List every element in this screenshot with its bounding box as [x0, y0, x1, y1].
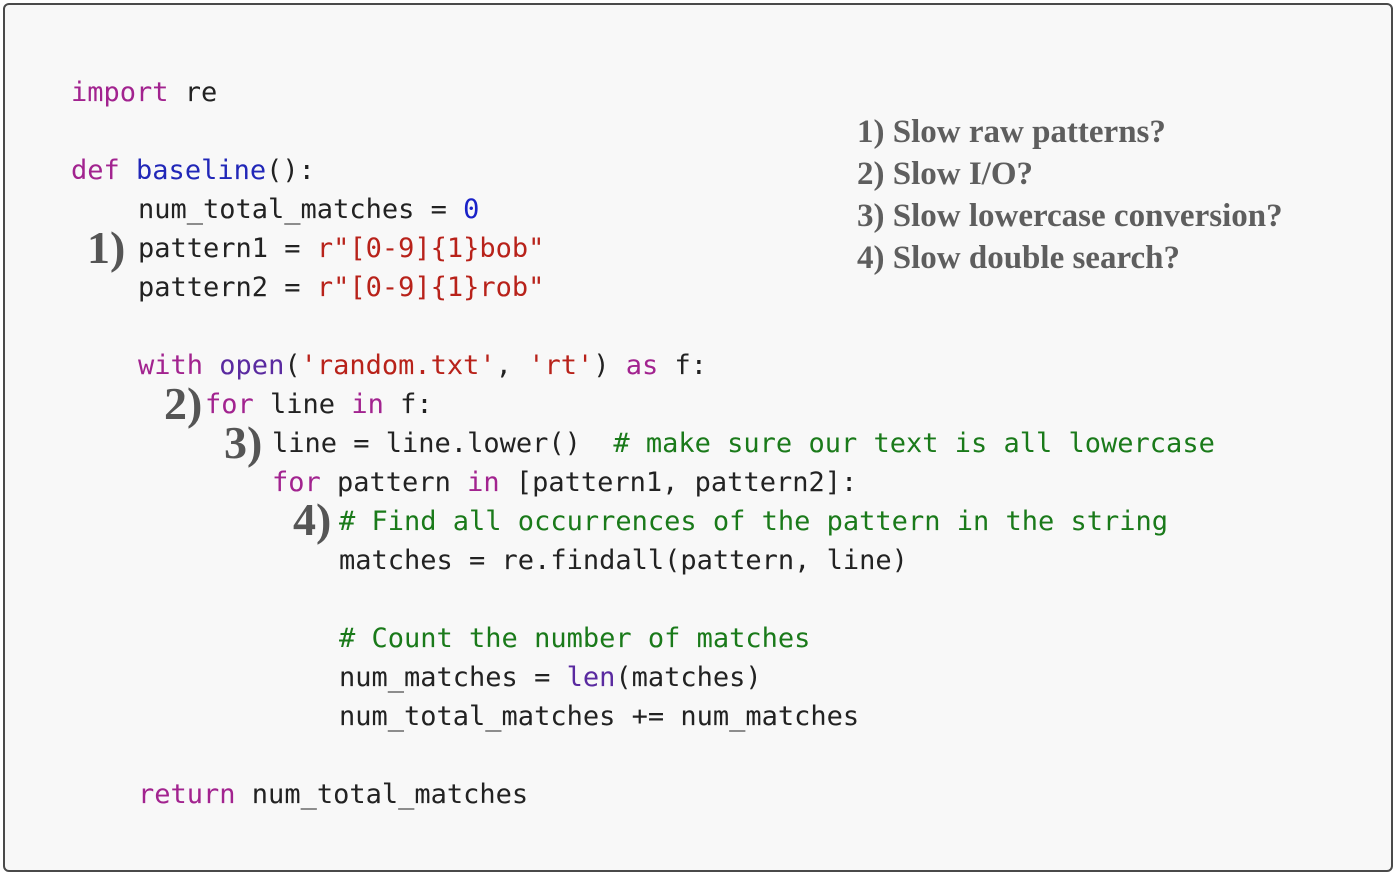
- code-line-return: return num_total_matches: [138, 777, 528, 813]
- code-line-with-open: with open('random.txt', 'rt') as f:: [138, 348, 707, 384]
- keyword: for: [272, 467, 321, 498]
- code-text: f:: [383, 389, 433, 420]
- marker-3: 3): [224, 417, 263, 468]
- keyword: import: [71, 77, 169, 108]
- hypotheses-list: 1) Slow raw patterns? 2) Slow I/O? 3) Sl…: [857, 111, 1283, 279]
- function-name: baseline: [136, 155, 267, 186]
- code-line-count-comment: # Count the number of matches: [339, 621, 810, 657]
- code-text: f:: [658, 350, 708, 381]
- code-line-def: def baseline():: [71, 153, 315, 189]
- code-text: num_matches =: [339, 662, 567, 693]
- string-literal: 'random.txt': [300, 350, 496, 381]
- code-text: ,: [495, 350, 529, 381]
- keyword: return: [138, 779, 236, 810]
- code-line-init-count: num_total_matches = 0: [138, 192, 479, 228]
- code-line-num-matches: num_matches = len(matches): [339, 660, 762, 696]
- code-comment: # make sure our text is all lowercase: [613, 428, 1215, 459]
- code-comment: # Find all occurrences of the pattern in…: [339, 506, 1169, 537]
- code-line-for-pattern: for pattern in [pattern1, pattern2]:: [272, 465, 857, 501]
- code-line-accumulate: num_total_matches += num_matches: [339, 699, 859, 735]
- builtin-name: open: [219, 350, 285, 381]
- string-literal: r"[0-9]{1}rob": [316, 272, 545, 303]
- code-text: matches = re.findall(pattern, line): [339, 545, 908, 576]
- keyword: as: [625, 350, 659, 381]
- code-line-pattern1: pattern1 = r"[0-9]{1}bob": [138, 231, 544, 267]
- code-text: num_total_matches =: [138, 194, 464, 225]
- code-line-findall: matches = re.findall(pattern, line): [339, 543, 908, 579]
- keyword: in: [467, 467, 500, 498]
- keyword: def: [71, 155, 120, 186]
- code-text: (: [284, 350, 301, 381]
- code-text: line: [253, 389, 352, 420]
- keyword: in: [351, 389, 384, 420]
- marker-4: 4): [293, 494, 332, 545]
- code-text: num_total_matches += num_matches: [339, 701, 860, 732]
- marker-2: 2): [164, 378, 203, 429]
- code-text: (matches): [615, 662, 762, 693]
- builtin-name: len: [566, 662, 616, 693]
- hypothesis-1: 1) Slow raw patterns?: [857, 114, 1166, 150]
- hypothesis-2: 2) Slow I/O?: [857, 156, 1034, 192]
- string-literal: r"[0-9]{1}bob": [316, 233, 545, 264]
- string-literal: 'rt': [528, 350, 594, 381]
- code-text: pattern2 =: [138, 272, 317, 303]
- number-literal: 0: [463, 194, 480, 225]
- code-line-for-line: for line in f:: [205, 387, 433, 423]
- code-line-find-comment: # Find all occurrences of the pattern in…: [339, 504, 1168, 540]
- code-text: ():: [266, 155, 315, 186]
- keyword: for: [205, 389, 254, 420]
- hypothesis-4: 4) Slow double search?: [857, 240, 1181, 276]
- keyword: with: [138, 350, 204, 381]
- code-text: [pattern1, pattern2]:: [499, 467, 858, 498]
- code-figure: import re def baseline(): num_total_matc…: [3, 3, 1393, 872]
- code-line-import: import re: [71, 75, 217, 111]
- code-line-lower: line = line.lower() # make sure our text…: [272, 426, 1215, 462]
- code-text: ): [593, 350, 626, 381]
- code-text: line = line.lower(): [272, 428, 614, 459]
- code-text: pattern: [320, 467, 468, 498]
- code-text: num_total_matches: [235, 779, 529, 810]
- marker-1: 1): [87, 222, 126, 273]
- code-comment: # Count the number of matches: [339, 623, 811, 654]
- code-block: import re def baseline(): num_total_matc…: [5, 5, 1395, 874]
- code-text: [203, 350, 219, 381]
- code-text: re: [168, 77, 218, 108]
- code-line-pattern2: pattern2 = r"[0-9]{1}rob": [138, 270, 544, 306]
- hypothesis-3: 3) Slow lowercase conversion?: [857, 198, 1283, 234]
- code-text: pattern1 =: [138, 233, 317, 264]
